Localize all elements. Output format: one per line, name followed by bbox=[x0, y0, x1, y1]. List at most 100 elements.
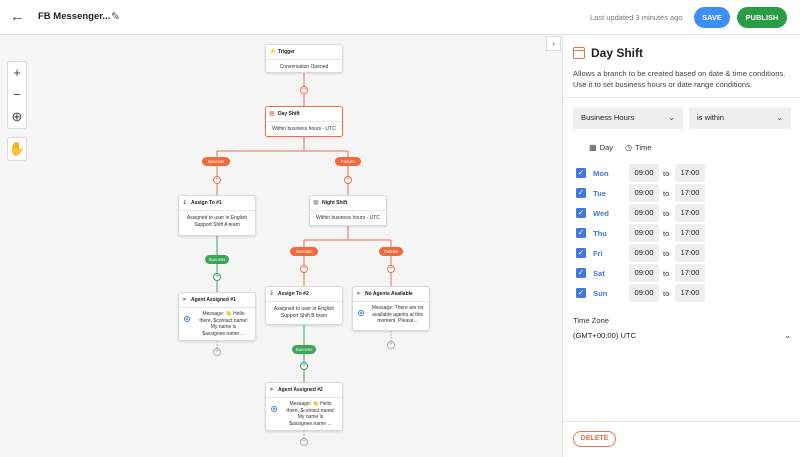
chevron-down-icon: ⌄ bbox=[668, 113, 675, 122]
assign-user-icon: ♝ bbox=[269, 291, 275, 297]
agent-assigned-1-node-header: ➤Agent Assigned #1 bbox=[179, 293, 255, 308]
day-label: Mon bbox=[593, 169, 609, 178]
pencil-icon[interactable]: ✎ bbox=[111, 11, 121, 23]
flow-canvas[interactable]: › + − ⊕ ✋ ⚡Trigger Conversation Opened +… bbox=[0, 36, 562, 457]
condition-select[interactable]: Business Hours ⌄ bbox=[573, 107, 683, 129]
day-label: Fri bbox=[593, 249, 603, 258]
agent-assigned-2-message: Message: 👋 Hello there, $contact.name! M… bbox=[266, 398, 342, 431]
time-column-header: ◷Time bbox=[625, 143, 652, 152]
add-step-button[interactable]: + bbox=[300, 86, 308, 94]
day-checkbox[interactable]: ✓ bbox=[576, 268, 586, 278]
end-time-input[interactable]: 17:00 bbox=[675, 184, 705, 202]
start-time-input[interactable]: 09:00 bbox=[629, 264, 659, 282]
agent-assigned-2-node[interactable]: ➤Agent Assigned #2 Message: 👋 Hello ther… bbox=[265, 382, 343, 431]
assign-1-node-body: Assigned to user in English Support Shif… bbox=[186, 215, 248, 228]
agent-assigned-1-message-text: Message: 👋 Hello there, $contact.name! M… bbox=[199, 311, 248, 337]
timezone-label: Time Zone bbox=[573, 316, 610, 325]
pan-hand-icon[interactable]: ✋ bbox=[8, 141, 26, 156]
add-step-button[interactable]: + bbox=[300, 265, 308, 273]
panel-description: Allows a branch to be created based on d… bbox=[573, 69, 786, 89]
no-agents-available-node[interactable]: ➤No Agents Available Message: There are … bbox=[352, 286, 430, 331]
day-shift-node[interactable]: ▦Day Shift Within business hours - UTC bbox=[265, 106, 343, 137]
message-channel-icon bbox=[184, 316, 190, 322]
failure-branch-label: Failure bbox=[335, 157, 361, 166]
assign-1-node[interactable]: ♝Assign To #1 Assigned to user in Englis… bbox=[178, 195, 256, 236]
to-label: to bbox=[663, 209, 670, 218]
recenter-icon[interactable]: ⊕ bbox=[11, 109, 23, 124]
agent-assigned-1-node[interactable]: ➤Agent Assigned #1 Message: 👋 Hello ther… bbox=[178, 292, 256, 341]
clock-icon: ◷ bbox=[625, 143, 632, 152]
start-time-input[interactable]: 09:00 bbox=[629, 224, 659, 242]
publish-button[interactable]: PUBLISH bbox=[737, 7, 787, 28]
send-icon: ➤ bbox=[356, 291, 362, 297]
flow-title: FB Messenger... bbox=[38, 11, 111, 22]
agent-assigned-2-message-text: Message: 👋 Hello there, $contact.name! M… bbox=[286, 401, 335, 427]
end-time-input[interactable]: 17:00 bbox=[675, 164, 705, 182]
chevron-down-icon: ⌄ bbox=[776, 113, 783, 122]
day-label: Sun bbox=[593, 289, 608, 298]
start-time-input[interactable]: 09:00 bbox=[629, 284, 659, 302]
end-time-input[interactable]: 17:00 bbox=[675, 244, 705, 262]
add-step-button[interactable]: + bbox=[213, 348, 221, 356]
night-shift-node[interactable]: ▦Night Shift Within business hours - UTC bbox=[309, 195, 387, 226]
add-step-button[interactable]: + bbox=[387, 341, 395, 349]
day-checkbox[interactable]: ✓ bbox=[576, 248, 586, 258]
trigger-node[interactable]: ⚡Trigger Conversation Opened bbox=[265, 44, 343, 73]
no-agents-message-text: Message: There are no available agents a… bbox=[371, 305, 424, 324]
night-shift-node-body: Within business hours - UTC bbox=[316, 215, 380, 221]
day-row-thu: ✓ Thu 09:00 to 17:00 bbox=[563, 224, 800, 244]
node-settings-panel: Day Shift Allows a branch to be created … bbox=[562, 36, 800, 457]
assign-2-node[interactable]: ♝Assign To #2 Assigned to user in Englis… bbox=[265, 286, 343, 325]
lightning-icon: ⚡ bbox=[269, 49, 277, 55]
to-label: to bbox=[663, 249, 670, 258]
timezone-select[interactable]: (GMT+00:00) UTC ⌄ bbox=[573, 331, 791, 340]
day-checkbox[interactable]: ✓ bbox=[576, 228, 586, 238]
day-row-mon: ✓ Mon 09:00 to 17:00 bbox=[563, 164, 800, 184]
start-time-input[interactable]: 09:00 bbox=[629, 204, 659, 222]
day-row-sun: ✓ Sun 09:00 to 17:00 bbox=[563, 284, 800, 304]
save-button[interactable]: SAVE bbox=[694, 7, 730, 28]
no-agents-node-header: ➤No Agents Available bbox=[353, 287, 429, 302]
calendar-icon bbox=[573, 47, 585, 59]
to-label: to bbox=[663, 229, 670, 238]
agent-assigned-2-node-title: Agent Assigned #2 bbox=[278, 387, 323, 393]
add-step-button[interactable]: + bbox=[300, 362, 308, 370]
day-row-fri: ✓ Fri 09:00 to 17:00 bbox=[563, 244, 800, 264]
day-row-wed: ✓ Wed 09:00 to 17:00 bbox=[563, 204, 800, 224]
day-checkbox[interactable]: ✓ bbox=[576, 208, 586, 218]
divider bbox=[563, 97, 800, 98]
trigger-node-body: Conversation Opened bbox=[279, 64, 329, 70]
day-column-label: Day bbox=[599, 143, 614, 152]
collapse-panel-button[interactable]: › bbox=[546, 36, 561, 51]
pan-control: ✋ bbox=[7, 137, 27, 161]
send-icon: ➤ bbox=[182, 297, 188, 303]
start-time-input[interactable]: 09:00 bbox=[629, 244, 659, 262]
day-checkbox[interactable]: ✓ bbox=[576, 188, 586, 198]
operator-select[interactable]: is within ⌄ bbox=[689, 107, 791, 129]
divider bbox=[563, 421, 800, 422]
day-checkbox[interactable]: ✓ bbox=[576, 168, 586, 178]
zoom-in-icon[interactable]: + bbox=[13, 65, 21, 80]
calendar-icon: ▦ bbox=[589, 143, 597, 152]
zoom-out-icon[interactable]: − bbox=[13, 87, 21, 102]
agent-assigned-2-node-header: ➤Agent Assigned #2 bbox=[266, 383, 342, 398]
add-step-button[interactable]: + bbox=[213, 273, 221, 281]
end-time-input[interactable]: 17:00 bbox=[675, 264, 705, 282]
condition-select-value: Business Hours bbox=[581, 113, 635, 122]
assign-2-node-title: Assign To #2 bbox=[278, 291, 309, 297]
day-shift-node-header: ▦Day Shift bbox=[266, 107, 342, 122]
add-step-button[interactable]: + bbox=[387, 265, 395, 273]
delete-button[interactable]: DELETE bbox=[573, 431, 616, 447]
day-checkbox[interactable]: ✓ bbox=[576, 288, 586, 298]
trigger-node-title: Trigger bbox=[278, 49, 295, 55]
add-step-button[interactable]: + bbox=[344, 176, 352, 184]
end-time-input[interactable]: 17:00 bbox=[675, 204, 705, 222]
end-time-input[interactable]: 17:00 bbox=[675, 284, 705, 302]
end-time-input[interactable]: 17:00 bbox=[675, 224, 705, 242]
arrow-left-icon[interactable]: ← bbox=[10, 8, 25, 25]
to-label: to bbox=[663, 289, 670, 298]
start-time-input[interactable]: 09:00 bbox=[629, 184, 659, 202]
add-step-button[interactable]: + bbox=[300, 438, 308, 446]
start-time-input[interactable]: 09:00 bbox=[629, 164, 659, 182]
add-step-button[interactable]: + bbox=[213, 176, 221, 184]
